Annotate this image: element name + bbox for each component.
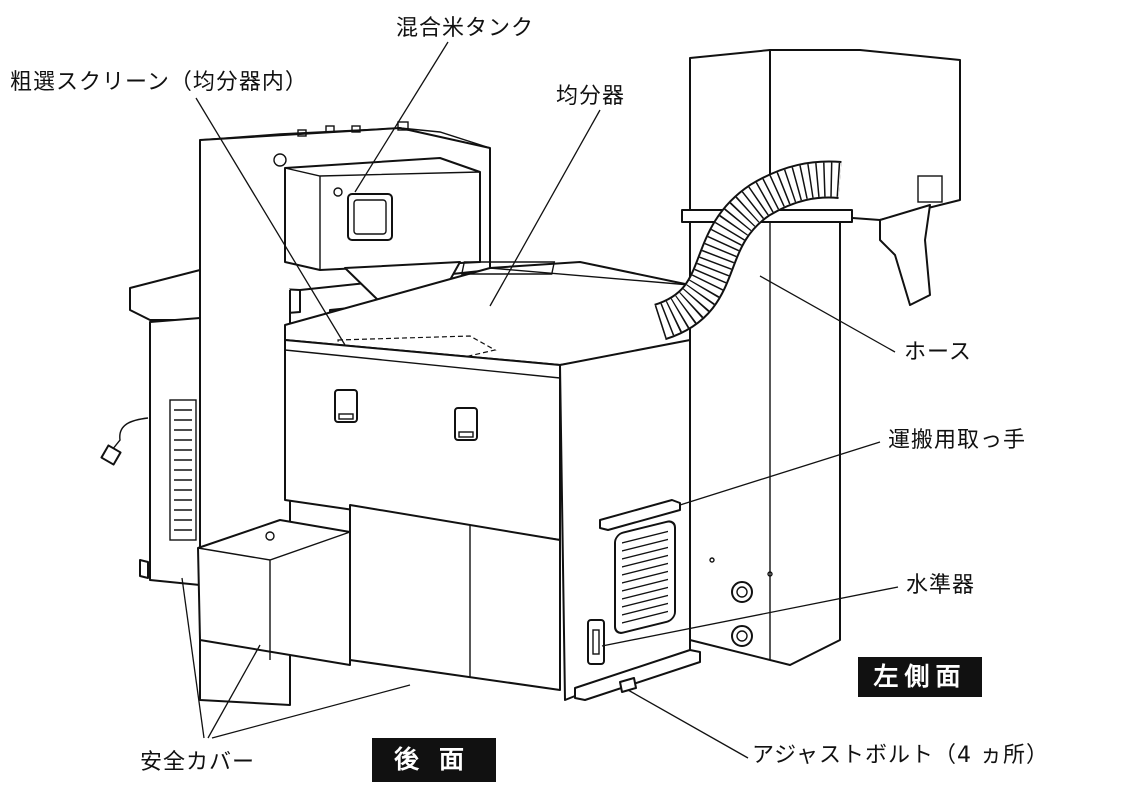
leader-cover-b bbox=[211, 684, 411, 739]
rice-tank-window bbox=[347, 193, 393, 241]
main-body-band bbox=[284, 349, 561, 379]
tower-bolt bbox=[273, 153, 287, 167]
left-cabinet bbox=[149, 317, 201, 586]
left-leg bbox=[139, 559, 149, 579]
view-badge-rear: 後面 bbox=[372, 738, 496, 782]
leader-divider bbox=[489, 109, 601, 307]
tower-top-knobs bbox=[297, 121, 409, 137]
rice-tank-window-inner bbox=[353, 199, 387, 235]
left-cabinet-vent bbox=[169, 399, 197, 541]
leader-level bbox=[601, 586, 899, 647]
carry-handle bbox=[599, 499, 681, 531]
label-safety-cover: 安全カバー bbox=[140, 750, 256, 775]
safety-cover bbox=[197, 519, 351, 666]
leader-bolt bbox=[627, 689, 749, 759]
label-mixed-rice-tank: 混合米タンク bbox=[396, 16, 535, 41]
label-level: 水準器 bbox=[906, 573, 976, 598]
label-rough-screen: 粗選スクリーン（均分器内） bbox=[10, 70, 308, 95]
front-handles bbox=[334, 389, 478, 441]
main-body-front bbox=[284, 339, 561, 541]
leader-handle bbox=[679, 441, 881, 506]
level-gauge bbox=[587, 619, 605, 665]
cord-plug bbox=[100, 444, 122, 466]
leader-screen bbox=[195, 97, 346, 346]
side-vent-slats bbox=[622, 530, 668, 624]
leader-hose bbox=[759, 275, 896, 353]
base-foot bbox=[574, 649, 701, 701]
view-badge-left-side: 左側面 bbox=[858, 657, 982, 697]
top-panel bbox=[460, 261, 556, 275]
adjust-bolt bbox=[619, 677, 637, 693]
safety-cover-bolt bbox=[265, 531, 275, 541]
rice-tank-bolt bbox=[333, 187, 343, 197]
power-cord bbox=[111, 417, 149, 451]
label-hose: ホース bbox=[904, 340, 972, 365]
leader-cover-c bbox=[181, 577, 205, 739]
elevator-window bbox=[917, 175, 943, 203]
rice-tank-front bbox=[284, 167, 481, 270]
leader-rice-tank bbox=[354, 41, 449, 193]
discharge-spout bbox=[879, 204, 931, 306]
label-divider: 均分器 bbox=[556, 84, 626, 109]
safety-cover-top bbox=[197, 531, 351, 660]
level-gauge-inner bbox=[592, 629, 600, 655]
label-carry-handle: 運搬用取っ手 bbox=[888, 428, 1027, 453]
column-ports bbox=[709, 557, 773, 647]
leader-cover-a bbox=[207, 644, 261, 739]
hose-ribs bbox=[654, 162, 842, 339]
label-adjust-bolt: アジャストボルト（4 ヵ所） bbox=[752, 743, 1050, 768]
